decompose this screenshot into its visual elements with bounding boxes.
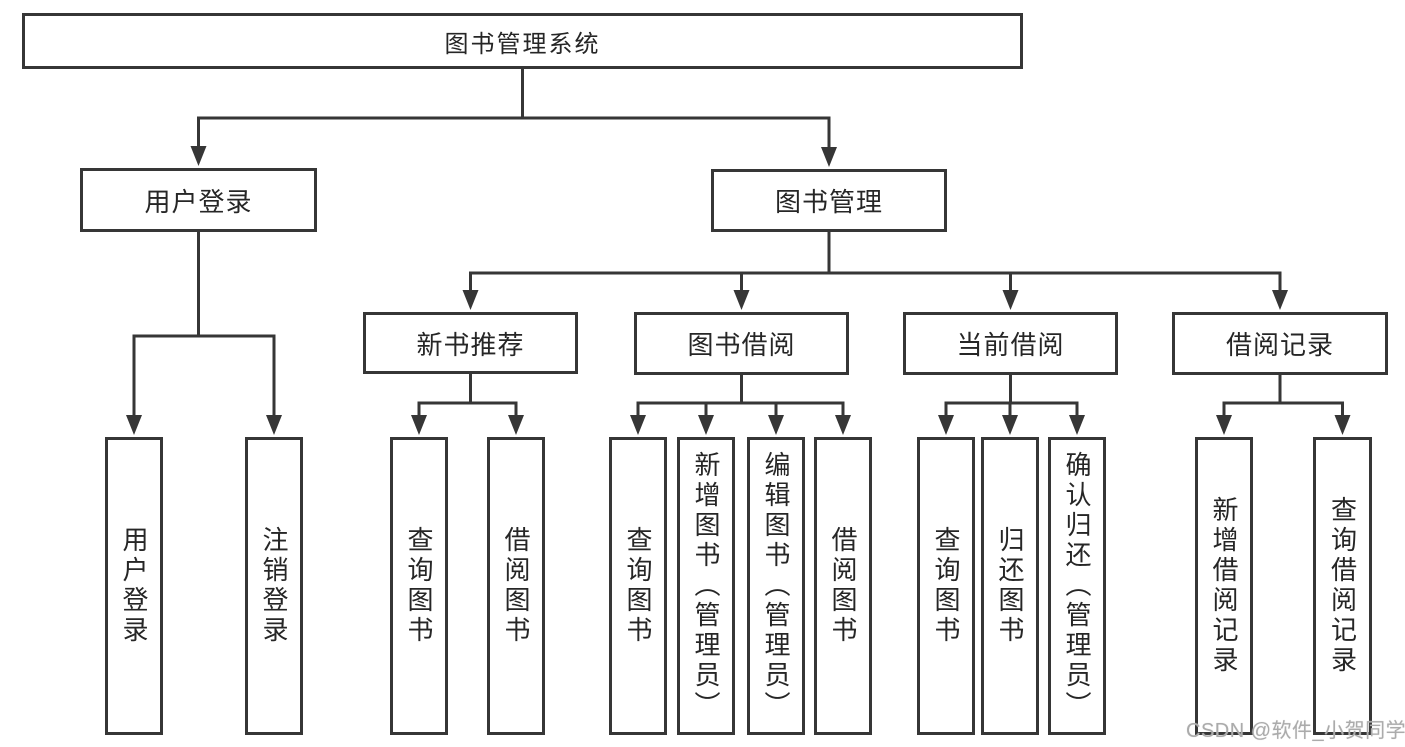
leaf-query-books-borrowing: 查询图书: [609, 437, 667, 735]
connector-borrow-records-branch: [1216, 375, 1351, 435]
leaf-borrow-books-recommend-label: 借阅图书: [501, 526, 531, 646]
node-new-book-recommendation: 新书推荐: [363, 312, 578, 374]
leaf-return-books: 归还图书: [981, 437, 1039, 735]
leaf-edit-books-admin-label: 编辑图书（管理员）: [761, 451, 791, 721]
leaf-query-borrow-record: 查询借阅记录: [1313, 437, 1372, 735]
leaf-user-login-label: 用户登录: [119, 526, 149, 646]
node-library-management-system: 图书管理系统: [22, 13, 1023, 69]
node-borrowing-records: 借阅记录: [1172, 312, 1388, 375]
node-book-management: 图书管理: [711, 169, 947, 232]
leaf-logout-label: 注销登录: [259, 526, 289, 646]
leaf-borrow-books-label: 借阅图书: [828, 526, 858, 646]
node-user-login: 用户登录: [80, 168, 317, 232]
leaf-add-borrow-record-label: 新增借阅记录: [1209, 496, 1239, 676]
node-book-borrowing: 图书借阅: [634, 312, 849, 375]
leaf-logout: 注销登录: [245, 437, 303, 735]
leaf-query-books-recommend-label: 查询图书: [404, 526, 434, 646]
connector-book-management-branch: [462, 232, 1288, 310]
leaf-query-books-current-label: 查询图书: [931, 526, 961, 646]
leaf-query-books-borrowing-label: 查询图书: [623, 526, 653, 646]
leaf-borrow-books-recommend: 借阅图书: [487, 437, 545, 735]
leaf-edit-books-admin: 编辑图书（管理员）: [747, 437, 805, 735]
connector-current-borrowing-branch: [938, 375, 1085, 435]
connector-user-login-branch: [126, 232, 282, 435]
node-current-borrowing: 当前借阅: [903, 312, 1118, 375]
leaf-confirm-return-admin-label: 确认归还（管理员）: [1062, 451, 1092, 721]
connector-new-book-branch: [411, 374, 524, 435]
leaf-add-books-admin-label: 新增图书（管理员）: [691, 451, 721, 721]
csdn-watermark: CSDN @软件_小贺同学: [1186, 720, 1405, 742]
connector-book-borrowing-branch: [630, 375, 851, 435]
leaf-add-books-admin: 新增图书（管理员）: [677, 437, 735, 735]
leaf-add-borrow-record: 新增借阅记录: [1195, 437, 1253, 735]
leaf-query-books-recommend: 查询图书: [390, 437, 448, 735]
leaf-query-borrow-record-label: 查询借阅记录: [1327, 496, 1358, 676]
leaf-user-login: 用户登录: [105, 437, 163, 735]
leaf-confirm-return-admin: 确认归还（管理员）: [1048, 437, 1106, 735]
leaf-borrow-books: 借阅图书: [814, 437, 872, 735]
leaf-return-books-label: 归还图书: [995, 526, 1025, 646]
leaf-query-books-current: 查询图书: [917, 437, 975, 735]
connector-root-branch: [190, 69, 837, 167]
